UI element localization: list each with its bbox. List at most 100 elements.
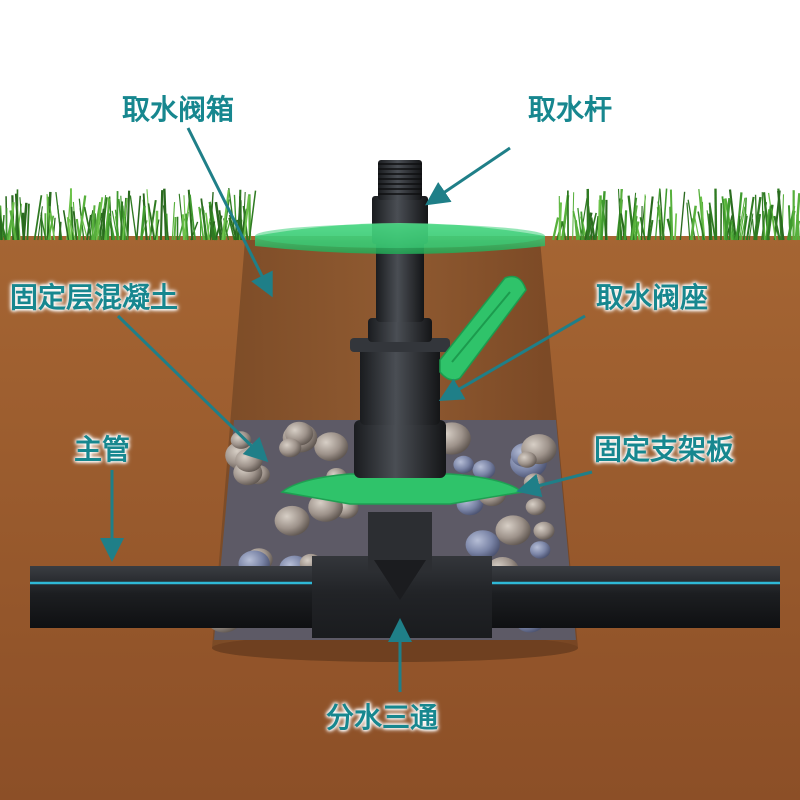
grass-blade: [214, 201, 223, 241]
grass-blade: [600, 191, 606, 241]
grass-blade: [0, 215, 8, 241]
grass-blade: [26, 203, 30, 241]
grass-blade: [674, 213, 678, 241]
arrow-support-plate: [516, 470, 593, 498]
grass-blade: [648, 219, 654, 241]
valve-box-lid: [255, 223, 545, 254]
grass-blade: [742, 215, 748, 241]
grass-blade: [242, 195, 251, 241]
arrow-valve-box: [186, 127, 273, 298]
grass-blade: [209, 221, 217, 241]
pebble: [517, 451, 537, 468]
intake-rod: [372, 160, 428, 322]
grass-blade: [205, 212, 211, 241]
grass-blade: [58, 221, 62, 241]
grass-blade: [21, 212, 26, 241]
grass-blade: [748, 213, 754, 241]
grass-blade: [646, 196, 654, 241]
grass-blade: [14, 193, 20, 241]
grass-blade: [617, 188, 622, 241]
grass-blade: [159, 190, 164, 241]
grass-blade: [0, 207, 3, 241]
grass-blade: [233, 194, 238, 241]
label-valve-box: 取水阀箱: [122, 93, 235, 126]
grass-blade: [49, 212, 56, 241]
valve-box-base: [212, 634, 578, 662]
grass-blade: [104, 198, 111, 241]
grass-blade: [771, 208, 777, 241]
grass-blade: [33, 195, 43, 241]
grass-blade: [761, 192, 764, 241]
grass-blade: [83, 206, 93, 241]
grass-blade: [686, 202, 691, 241]
pebble: [279, 438, 302, 458]
grass-blade: [162, 205, 170, 241]
pebble: [525, 498, 546, 516]
label-support-plate: 固定支架板: [594, 433, 735, 466]
grass-blade: [630, 205, 638, 241]
pebble: [533, 521, 555, 540]
grass-blade: [562, 202, 569, 241]
grass-blade: [766, 204, 774, 241]
grass-blade: [198, 206, 205, 241]
grass-blade: [120, 201, 124, 241]
grass-blade: [201, 206, 208, 241]
grass-blade: [787, 205, 792, 241]
grass-blade: [728, 221, 732, 241]
label-concrete-layer: 固定层混凝土: [10, 281, 179, 314]
label-intake-rod: 取水杆: [528, 93, 613, 126]
grass-blade: [183, 195, 187, 241]
grass-layer: [0, 187, 800, 241]
grass-blade: [773, 215, 781, 241]
grass-blade: [669, 189, 674, 241]
grass-blade: [639, 217, 646, 241]
grass-blade: [580, 211, 585, 241]
grass-blade: [106, 213, 111, 241]
grass-blade: [223, 220, 229, 241]
grass-blade: [654, 188, 661, 241]
grass-blade: [70, 206, 75, 241]
grass-blade: [140, 205, 146, 241]
grass-blade: [687, 199, 696, 241]
grass-blade: [142, 193, 148, 241]
pebble: [465, 530, 500, 560]
grass-blade: [184, 213, 189, 241]
valve-seat: [350, 275, 527, 478]
grass-blade: [597, 199, 601, 241]
grass-blade: [62, 210, 70, 241]
pebble: [314, 432, 349, 462]
grass-blade: [189, 194, 196, 241]
grass-blade: [171, 202, 176, 241]
grass-blade: [679, 191, 686, 241]
pebble: [472, 460, 496, 480]
grass-blade: [558, 202, 562, 241]
grass-blade: [154, 219, 160, 241]
pebble: [274, 505, 310, 536]
pebble: [453, 455, 474, 474]
grass-blade: [724, 198, 731, 241]
grass-blade: [147, 203, 156, 241]
grass-blade: [89, 210, 94, 241]
grass-blade: [765, 205, 772, 241]
grass-blade: [623, 210, 628, 241]
grass-blade: [796, 214, 800, 241]
grass-blade: [577, 207, 583, 241]
label-tee: 分水三通: [326, 701, 439, 734]
grass-blade: [737, 215, 741, 241]
grass-blade: [92, 201, 102, 241]
grass-blade: [47, 215, 55, 241]
arrow-valve-seat: [438, 314, 586, 402]
grass-blade: [708, 213, 712, 241]
grass-blade: [248, 190, 257, 241]
grass-blade: [777, 190, 785, 241]
grass-blade: [689, 205, 697, 241]
pebble: [530, 541, 551, 559]
grass-blade: [669, 206, 672, 241]
grass-blade: [129, 195, 138, 241]
grass-blade: [589, 212, 597, 241]
grass-blade: [187, 189, 194, 241]
grass-blade: [124, 216, 129, 241]
valve-seat-flip-lid: [439, 275, 527, 381]
